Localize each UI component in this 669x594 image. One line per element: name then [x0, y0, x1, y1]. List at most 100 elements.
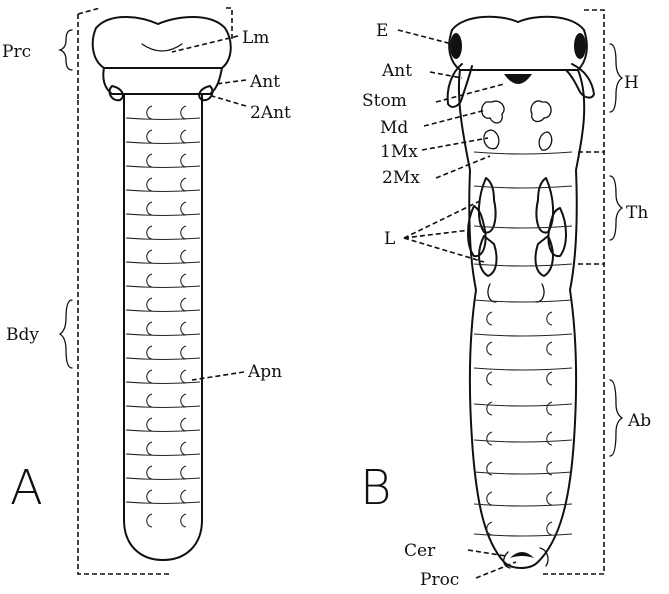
appendage-bud-a [181, 514, 186, 527]
segment-line-b [474, 152, 572, 154]
segment-line-a [126, 262, 200, 264]
label-proc: Proc [420, 570, 459, 590]
label-lm: Lm [242, 28, 269, 48]
appendage-bud-a [181, 442, 186, 455]
appendage-bud-b [547, 492, 552, 505]
leader-2mx [436, 156, 490, 178]
leader-ant-b [430, 72, 462, 78]
leg-3-right [536, 236, 553, 276]
label-e: E [376, 21, 388, 41]
mandible-b [482, 101, 504, 123]
appendage-bud-a [181, 130, 186, 143]
bracket-head-b [584, 10, 604, 152]
label-prc: Prc [2, 42, 31, 62]
leader-e [398, 30, 452, 44]
leader-proc [476, 562, 516, 578]
appendage-bud-a [147, 370, 152, 383]
segment-line-a [126, 310, 200, 312]
appendage-bud-b [487, 522, 492, 535]
appendage-bud-b [547, 402, 552, 415]
label-1mx: 1Mx [380, 142, 418, 162]
appendage-bud-a [181, 298, 186, 311]
figure-letter-a: A [10, 460, 43, 516]
leg-2-right [548, 208, 566, 256]
label-ant-a: Ant [249, 72, 280, 92]
appendage-bud-a [181, 466, 186, 479]
appendage-bud-a [181, 106, 186, 119]
label-l: L [384, 229, 395, 249]
appendage-bud-a [147, 106, 152, 119]
maxilla1-right-b [539, 132, 552, 150]
segment-lines-a [126, 118, 200, 504]
appendage-bud-b [547, 342, 552, 355]
body-b [459, 70, 584, 568]
appendage-bud-a [181, 418, 186, 431]
segment-line-a [126, 478, 200, 480]
appendage-bud-a [147, 154, 152, 167]
segment-line-a [126, 406, 200, 408]
segment-line-a [126, 358, 200, 360]
appendage-bud-a [181, 202, 186, 215]
trunk-a [124, 94, 202, 560]
leader-md [424, 110, 486, 126]
segment-line-a [126, 334, 200, 336]
leader-cer [468, 550, 506, 556]
appendage-bud-a [147, 394, 152, 407]
appendage-bud-a [181, 370, 186, 383]
maxilla1-b [484, 130, 499, 149]
segment-line-b [474, 334, 572, 336]
appendage-bud-a [147, 418, 152, 431]
mandible-right-b [531, 101, 551, 122]
leader-ant-a [216, 80, 246, 84]
appendage-bud-a [147, 226, 152, 239]
appendage-bud-b [547, 312, 552, 325]
label-bdy: Bdy [6, 325, 39, 345]
label-th: Th [626, 203, 648, 223]
appendage-bud-b [487, 492, 492, 505]
brace-bdy [60, 300, 72, 368]
appendage-bud-b [487, 372, 492, 385]
appendage-bud-a [181, 250, 186, 263]
appendage-bud-a [147, 274, 152, 287]
label-stom: Stom [362, 91, 407, 111]
appendage-buds-b [487, 312, 552, 535]
label-cer: Cer [404, 541, 436, 561]
segment-line-b [474, 264, 572, 266]
appendage-bud-a [147, 298, 152, 311]
leader-2ant [212, 96, 246, 106]
segment-line-b [474, 440, 572, 442]
brace-prc [60, 30, 72, 70]
segment-line-a [126, 118, 200, 120]
label-h: H [624, 73, 639, 93]
segment-line-a [126, 214, 200, 216]
segment-line-a [126, 190, 200, 192]
appendage-bud-a [147, 346, 152, 359]
appendage-bud-a [147, 178, 152, 191]
appendage-bud-b [547, 432, 552, 445]
appendage-bud-a [181, 274, 186, 287]
figure-letter-b: B [360, 460, 391, 516]
appendage-bud-b [547, 522, 552, 535]
appendage-bud-a [147, 322, 152, 335]
appendage-bud-a [147, 250, 152, 263]
pleuropodia [488, 284, 544, 302]
leader-1mx [422, 138, 488, 150]
bracket-procephalon-a [78, 8, 100, 100]
embryo-a: Prc Bdy Lm Ant 2Ant Apn A [2, 8, 291, 574]
brace-th [610, 176, 622, 240]
segment-line-b [474, 300, 572, 302]
appendage-bud-b [487, 432, 492, 445]
segment-line-a [126, 142, 200, 144]
appendage-bud-a [181, 178, 186, 191]
appendage-bud-a [181, 226, 186, 239]
appendage-bud-b [487, 402, 492, 415]
leader-apn [192, 372, 244, 380]
bracket-thorax-b [578, 152, 604, 264]
appendage-bud-a [181, 154, 186, 167]
segment-line-a [126, 502, 200, 504]
label-md: Md [380, 118, 408, 138]
appendage-bud-a [181, 322, 186, 335]
appendage-bud-a [147, 490, 152, 503]
